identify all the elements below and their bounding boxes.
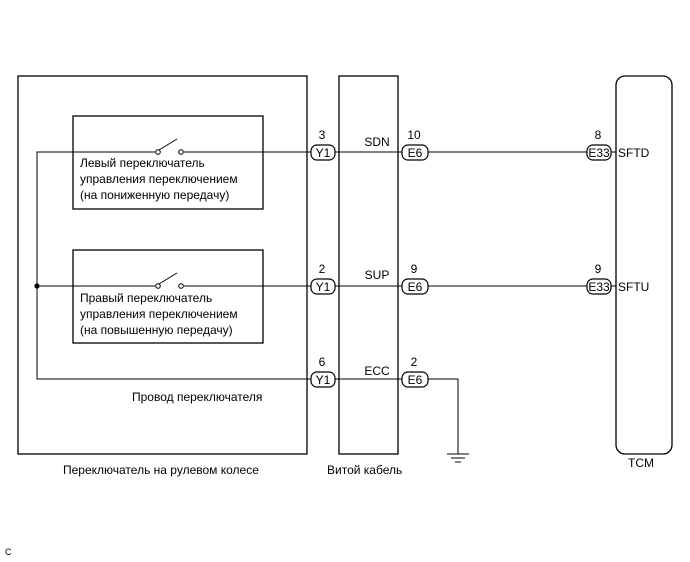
tcm-box xyxy=(615,75,673,455)
connector-label: Y1 xyxy=(316,280,331,294)
pin-number: 9 xyxy=(595,262,602,276)
connector-label: E33 xyxy=(588,280,610,294)
junction-dot xyxy=(34,283,40,289)
right-switch-contact-a xyxy=(155,283,161,289)
connector-e33-sftu: E33 xyxy=(586,278,612,295)
connector-e33-sftd: E33 xyxy=(586,144,612,161)
connector-e6-sup: E6 xyxy=(401,278,429,295)
connector-e6-ecc: E6 xyxy=(401,371,429,388)
connector-e6-sdn: E6 xyxy=(401,144,429,161)
right-switch-lever xyxy=(158,272,178,285)
pin-number: 6 xyxy=(319,355,326,369)
steering-wheel-switch-box xyxy=(17,75,308,455)
spiral-cable-box xyxy=(338,75,399,455)
left-switch-contact-b xyxy=(178,149,184,155)
right-switch-box xyxy=(72,249,264,344)
steering-switch-label: Переключатель на рулевом колесе xyxy=(63,463,259,477)
connector-label: Y1 xyxy=(316,146,331,160)
corner-code: C xyxy=(5,547,12,557)
ground-wire xyxy=(428,378,459,454)
switch-wire-label: Провод переключателя xyxy=(132,390,262,404)
connector-y1-sup: Y1 xyxy=(310,278,336,295)
connector-label: E6 xyxy=(408,373,423,387)
connector-y1-ecc: Y1 xyxy=(310,371,336,388)
right-switch-label-line3: (на повышенную передачу) xyxy=(80,323,233,337)
tcm-terminal-sftu: SFTU xyxy=(618,280,649,294)
left-switch-label-line1: Левый переключатель xyxy=(80,156,205,170)
spiral-cable-label: Витой кабель xyxy=(327,463,402,477)
circuit-name-sdn: SDN xyxy=(364,135,389,149)
connector-label: E6 xyxy=(408,146,423,160)
tcm-terminal-sftd: SFTD xyxy=(618,146,650,160)
common-wire xyxy=(36,151,311,380)
right-switch-contact-b xyxy=(178,283,184,289)
circuit-name-sup: SUP xyxy=(365,268,390,282)
pin-number: 10 xyxy=(407,128,421,142)
right-switch-label-line2: управления переключением xyxy=(80,307,238,321)
connector-label: E6 xyxy=(408,280,423,294)
right-switch-label-line1: Правый переключатель xyxy=(80,291,212,305)
circuit-name-ecc: ECC xyxy=(364,364,390,378)
pin-number: 8 xyxy=(595,128,602,142)
connector-label: Y1 xyxy=(316,373,331,387)
connector-label: E33 xyxy=(588,146,610,160)
left-switch-contact-a xyxy=(155,149,161,155)
left-switch-lever xyxy=(158,138,178,151)
pin-number: 2 xyxy=(411,355,418,369)
connector-y1-sdn: Y1 xyxy=(310,144,336,161)
pin-number: 9 xyxy=(411,262,418,276)
tcm-label: TCM xyxy=(628,456,654,470)
pin-number: 3 xyxy=(319,128,326,142)
left-switch-label-line3: (на пониженную передачу) xyxy=(80,188,229,202)
left-switch-box xyxy=(72,115,264,210)
ground-icon xyxy=(447,453,469,463)
left-switch-label-line2: управления переключением xyxy=(80,172,238,186)
pin-number: 2 xyxy=(319,262,326,276)
